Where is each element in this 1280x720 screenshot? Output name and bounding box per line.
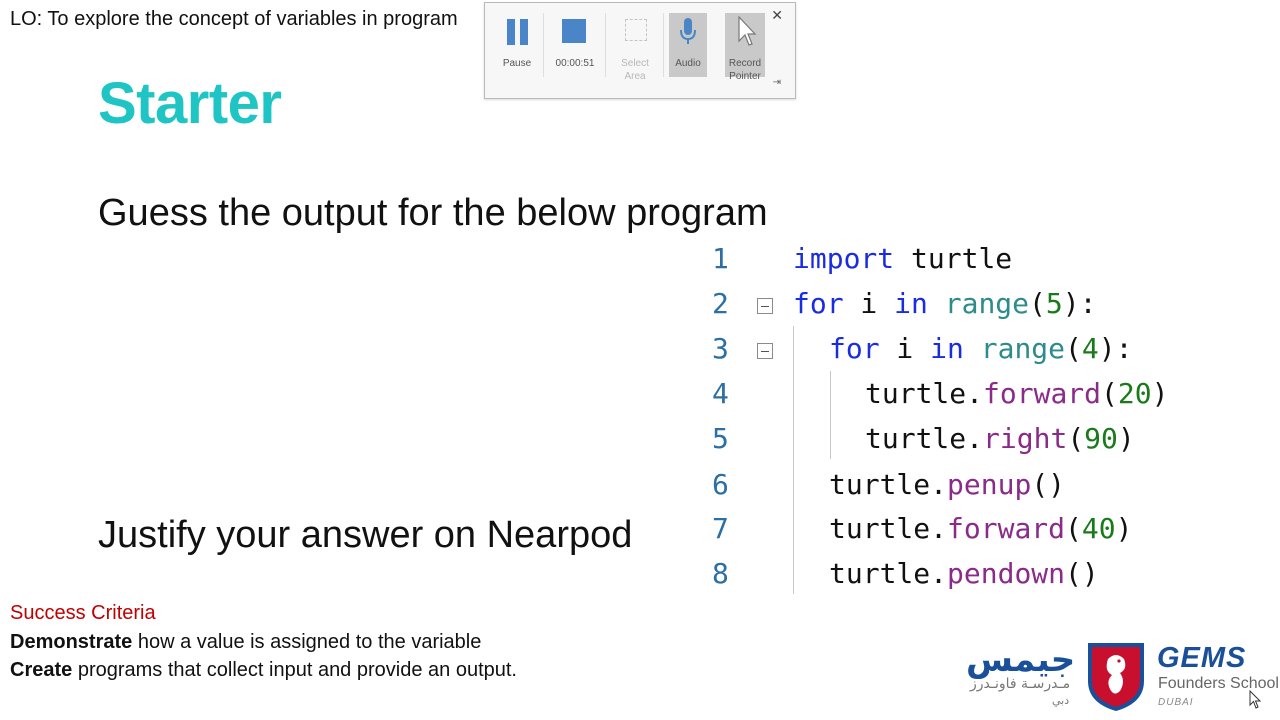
stop-button[interactable]: 00:00:51 <box>553 13 597 77</box>
logo-arabic-subtitle: مـدرسـة فاونـدرز <box>970 676 1071 692</box>
collapse-icon[interactable] <box>757 343 773 359</box>
logo-arabic-city: دبي <box>1052 694 1070 707</box>
recording-timer: 00:00:51 <box>555 58 595 69</box>
line-number: 4 <box>712 377 729 410</box>
code-text: turtle.pendown() <box>829 557 1099 590</box>
school-city: DUBAI <box>1158 697 1194 708</box>
school-name: Founders School <box>1158 675 1279 692</box>
logo-arabic-name: جيمس <box>966 640 1076 680</box>
pause-icon <box>507 19 529 45</box>
code-block: 1 import turtle 2 for i in range(5): 3 for i … <box>700 236 1220 596</box>
line-number: 7 <box>712 512 729 545</box>
toolbar-divider <box>543 13 544 77</box>
microphone-icon <box>680 18 696 44</box>
line-number: 8 <box>712 557 729 590</box>
toolbar-divider <box>605 13 606 77</box>
criteria-item: Create programs that collect input and p… <box>10 659 517 681</box>
stop-icon <box>562 19 586 43</box>
gems-brand: GEMS <box>1157 642 1247 674</box>
code-text: for i in range(5): <box>793 287 1097 320</box>
code-text: import turtle <box>793 242 1013 275</box>
justify-prompt: Justify your answer on Nearpod <box>98 514 633 556</box>
code-line: 1 import turtle <box>700 242 1220 287</box>
school-crest-icon <box>1088 643 1144 711</box>
code-line: 2 for i in range(5): <box>700 287 1220 332</box>
indent-guide <box>830 371 831 459</box>
guess-prompt: Guess the output for the below program <box>98 192 768 234</box>
line-number: 5 <box>712 422 729 455</box>
line-number: 2 <box>712 287 729 320</box>
line-number: 6 <box>712 468 729 501</box>
code-text: for i in range(4): <box>829 332 1133 365</box>
pause-button[interactable]: Pause <box>495 13 539 77</box>
pin-icon[interactable]: ⇥ <box>772 77 781 88</box>
audio-label: Audio <box>675 58 701 69</box>
pause-label: Pause <box>502 58 532 69</box>
code-line: 6 turtle.penup() <box>700 468 1220 513</box>
learning-objective: LO: To explore the concept of variables … <box>10 8 458 30</box>
code-line: 7 turtle.forward(40) <box>700 512 1220 557</box>
code-text: turtle.right(90) <box>865 422 1135 455</box>
slide-title: Starter <box>98 71 282 136</box>
collapse-icon[interactable] <box>757 298 773 314</box>
code-text: turtle.forward(40) <box>829 512 1133 545</box>
toolbar-divider <box>663 13 664 77</box>
mouse-cursor-icon <box>1249 690 1262 709</box>
audio-toggle[interactable]: Audio <box>669 13 707 77</box>
line-number: 3 <box>712 332 729 365</box>
code-line: 8 turtle.pendown() <box>700 557 1220 602</box>
code-line: 5 turtle.right(90) <box>700 422 1220 467</box>
code-text: turtle.forward(20) <box>865 377 1169 410</box>
line-number: 1 <box>712 242 729 275</box>
code-line: 3 for i in range(4): <box>700 332 1220 377</box>
indent-guide <box>793 326 794 594</box>
pointer-icon <box>738 15 757 46</box>
close-icon[interactable]: ✕ <box>771 7 783 23</box>
select-area-icon <box>625 19 647 41</box>
success-criteria-heading: Success Criteria <box>10 602 156 624</box>
code-text: turtle.penup() <box>829 468 1066 501</box>
criteria-item: Demonstrate how a value is assigned to t… <box>10 631 482 653</box>
code-line: 4 turtle.forward(20) <box>700 377 1220 422</box>
